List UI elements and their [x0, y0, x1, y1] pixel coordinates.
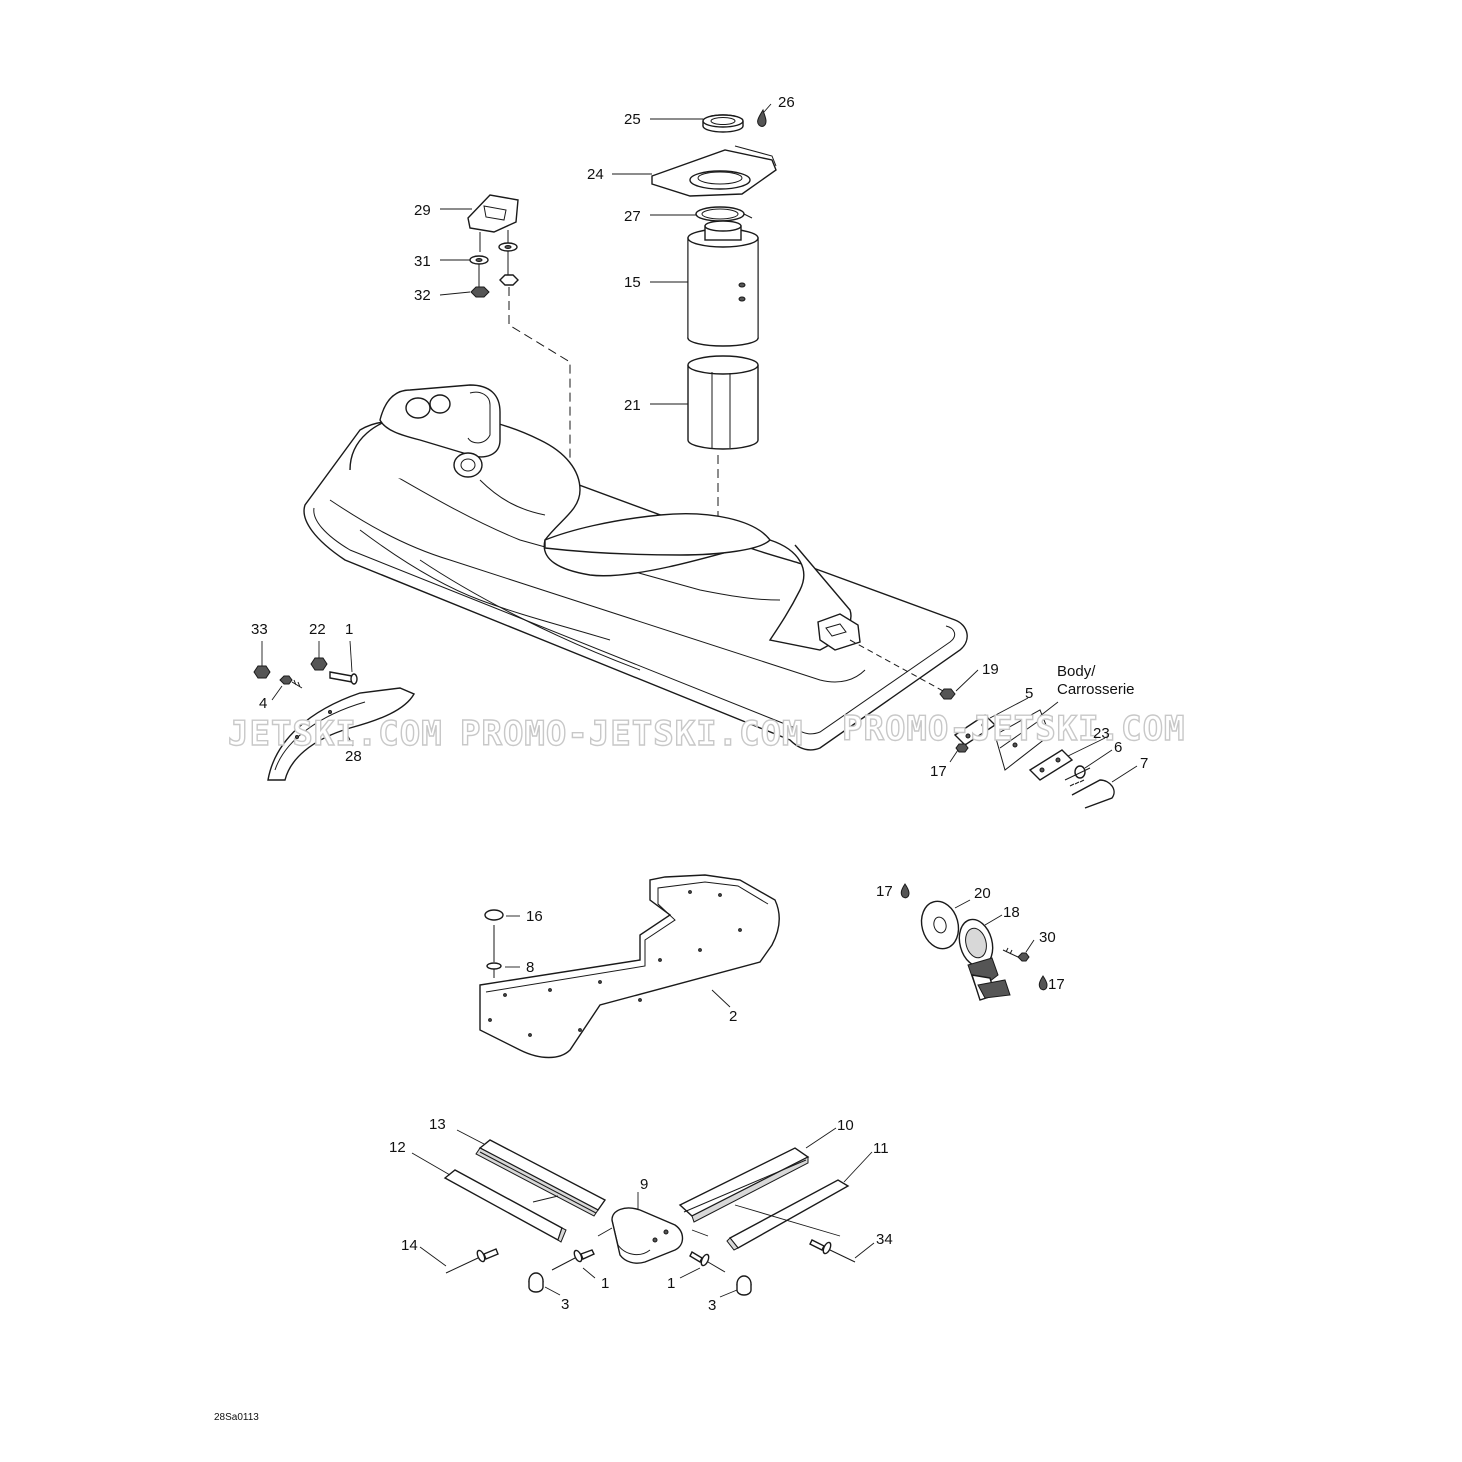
plate-24 [651, 145, 777, 197]
bracket-5 [953, 714, 997, 746]
joint-9 [611, 1207, 684, 1264]
rivet-8 [486, 925, 502, 978]
callout-17-rear: 17 [930, 763, 947, 780]
callout-1-bottom-right: 1 [667, 1275, 675, 1292]
callout-30: 30 [1039, 929, 1056, 946]
callout-24: 24 [587, 166, 604, 183]
sleeve-21 [687, 355, 759, 450]
callout-13: 13 [429, 1116, 446, 1133]
callout-11: 11 [873, 1140, 889, 1157]
screw-1-left [329, 671, 358, 685]
callout-28: 28 [345, 748, 362, 765]
callout-21: 21 [624, 397, 641, 414]
watermark-left: JETSKI.COM [228, 714, 443, 754]
rail-10 [678, 1147, 810, 1223]
callout-4: 4 [259, 695, 267, 712]
callout-22: 22 [309, 621, 326, 638]
clip-29 [467, 194, 519, 252]
u-bolt-7 [1064, 767, 1115, 809]
washer-6 [1074, 765, 1086, 779]
callout-18: 18 [1003, 904, 1020, 921]
drain-18 [958, 918, 1011, 1001]
clip-leader-dash [508, 287, 571, 460]
callout-6: 6 [1114, 739, 1122, 756]
rivet-1-right [689, 1251, 726, 1273]
watermark-center: PROMO-JETSKI.COM [460, 714, 804, 754]
cap-3-right [736, 1275, 752, 1296]
callout-12: 12 [389, 1139, 406, 1156]
callout-31: 31 [414, 253, 431, 270]
joint-leader-right [691, 1229, 709, 1237]
nut-19 [939, 688, 956, 700]
callout-3-right: 3 [708, 1297, 716, 1314]
callout-2: 2 [729, 1008, 737, 1025]
callout-10: 10 [837, 1117, 854, 1134]
pad-2 [479, 874, 780, 1059]
callout-15: 15 [624, 274, 641, 291]
callout-32: 32 [414, 287, 431, 304]
rail-11 [726, 1179, 850, 1251]
callout-14: 14 [401, 1237, 418, 1254]
callout-3-left: 3 [561, 1296, 569, 1313]
screw-30 [1002, 947, 1030, 962]
drop-26 [757, 108, 767, 127]
nut-17-upper [955, 743, 969, 753]
ring-20 [920, 900, 960, 950]
washers-31 [469, 242, 518, 265]
nut-22 [310, 657, 328, 671]
callout-26: 26 [778, 94, 795, 111]
rivet-1-mid [551, 1249, 595, 1271]
drawing-code: 28Sa0113 [214, 1412, 259, 1423]
rivet-14 [445, 1248, 499, 1274]
body-label-line1: Body/ [1057, 663, 1096, 680]
plate-hull [994, 709, 1051, 771]
callout-33: 33 [251, 621, 268, 638]
callout-29: 29 [414, 202, 431, 219]
callout-1-top-left: 1 [345, 621, 353, 638]
watermark-right: PROMO-JETSKI.COM [842, 709, 1186, 749]
ring-25 [702, 114, 744, 133]
nut-33 [253, 665, 271, 679]
callout-5: 5 [1025, 685, 1033, 702]
callout-1-bottom-mid: 1 [601, 1275, 609, 1292]
cap-16 [484, 909, 504, 921]
screw-4 [279, 675, 303, 689]
drop-17-bottom [1038, 975, 1048, 991]
drop-17-top [900, 883, 910, 899]
callout-8: 8 [526, 959, 534, 976]
callout-7: 7 [1140, 755, 1148, 772]
rail-12 [443, 1169, 567, 1243]
clamp-27 [695, 206, 753, 222]
callout-25: 25 [624, 111, 641, 128]
callout-9: 9 [640, 1176, 648, 1193]
nuts-32 [470, 251, 519, 298]
plate-23 [1028, 749, 1074, 781]
rivet-34 [809, 1239, 856, 1263]
rail-28 [267, 687, 415, 781]
leader-lines [261, 103, 1138, 1298]
callout-17-drain-top: 17 [876, 883, 893, 900]
tube-15 [687, 220, 759, 347]
watercraft-body [303, 384, 968, 751]
cap-3-left [528, 1272, 544, 1293]
callout-16: 16 [526, 908, 543, 925]
callout-27: 27 [624, 208, 641, 225]
joint-leader [597, 1227, 613, 1237]
callout-17-drain-bottom: 17 [1048, 976, 1065, 993]
callout-19: 19 [982, 661, 999, 678]
callout-34: 34 [876, 1231, 893, 1248]
rail-13 [475, 1139, 607, 1217]
callout-20: 20 [974, 885, 991, 902]
callout-labels: 25 26 24 27 15 21 29 31 32 33 22 1 4 28 … [214, 94, 1148, 1423]
body-label-line2: Carrosserie [1057, 681, 1135, 698]
callout-23: 23 [1093, 725, 1110, 742]
